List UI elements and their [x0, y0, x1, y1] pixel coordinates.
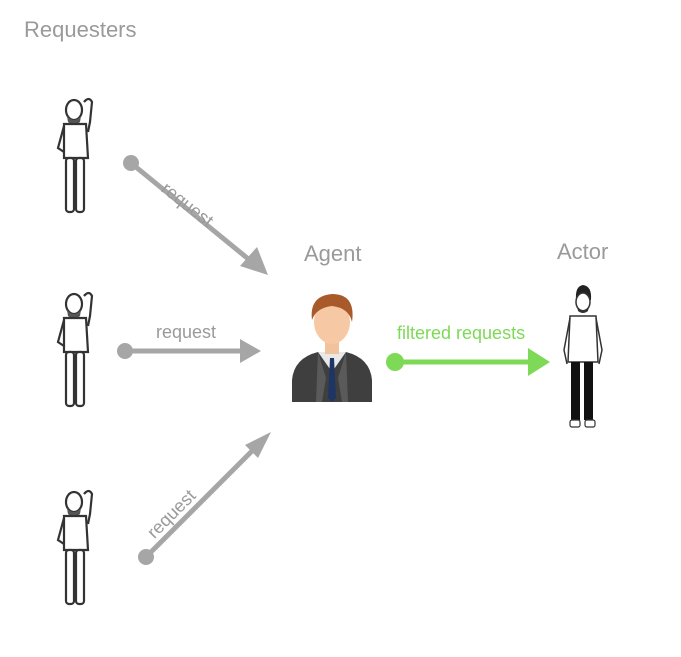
- request-arrow-2: [117, 339, 261, 363]
- requester-icon-3: [56, 489, 94, 606]
- actor-label: Actor: [557, 239, 609, 264]
- requester-icon-2: [56, 291, 94, 408]
- request-label-2: request: [156, 322, 217, 342]
- filtered-requests-label: filtered requests: [397, 323, 526, 343]
- requesters-title: Requesters: [24, 17, 137, 42]
- requester-icon-1: [56, 97, 94, 214]
- request-arrow-3: [138, 432, 271, 565]
- actor-icon: [563, 285, 603, 428]
- request-arrow-1: [123, 155, 268, 275]
- agent-label: Agent: [304, 241, 362, 266]
- agent-icon: [292, 294, 372, 402]
- filtered-arrow: [386, 348, 550, 376]
